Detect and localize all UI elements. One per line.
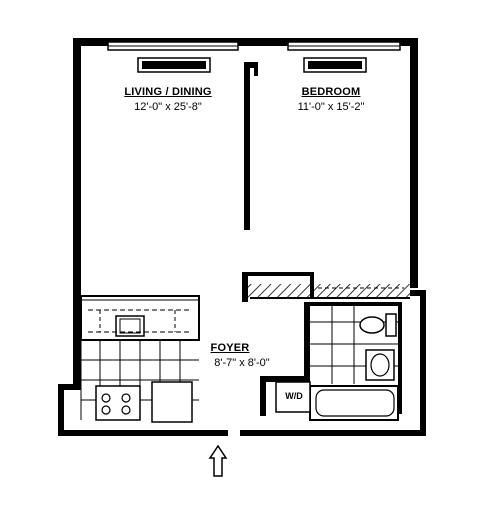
bathroom-sink <box>365 349 395 381</box>
stove <box>95 385 141 421</box>
room-name-foyer: FOYER <box>210 342 250 354</box>
kitchen <box>80 295 200 423</box>
toilet <box>359 313 397 337</box>
bedroom-closet <box>242 272 410 302</box>
room-dims-foyer: 8'-7" x 8'-0" <box>214 357 270 369</box>
refrigerator <box>151 381 193 423</box>
washer-dryer-label: W/D <box>285 391 303 401</box>
window-bedroom <box>287 41 401 73</box>
partition-wall <box>244 62 258 230</box>
washer-dryer-closet <box>260 376 311 416</box>
room-dims-living-dining: 12'-0" x 25'-8" <box>134 101 202 113</box>
room-dims-bedroom: 11'-0" x 15'-2" <box>297 101 365 113</box>
bathroom <box>304 302 402 421</box>
window-living <box>107 41 239 73</box>
room-name-bedroom: BEDROOM <box>301 86 361 98</box>
kitchen-sink <box>115 315 145 337</box>
bathtub <box>309 385 399 421</box>
exterior-walls <box>58 38 426 436</box>
up-arrow-icon <box>208 444 228 477</box>
room-name-living-dining: LIVING / DINING <box>124 86 212 98</box>
